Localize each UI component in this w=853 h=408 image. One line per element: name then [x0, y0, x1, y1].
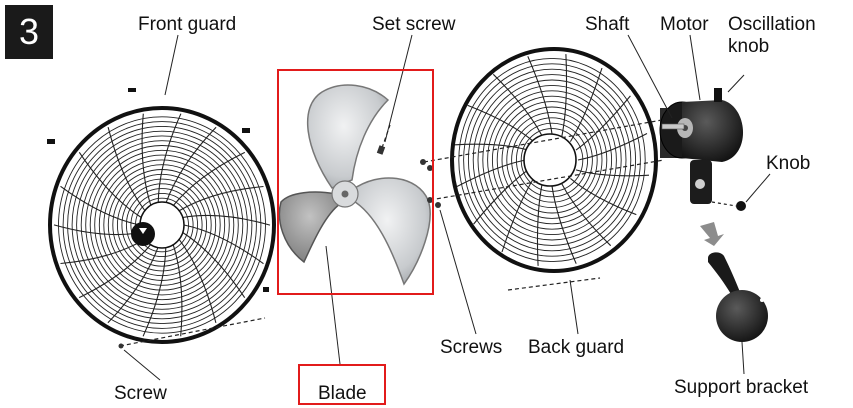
front-guard	[48, 106, 276, 344]
screws-icon	[118, 145, 441, 349]
front-guard-badge	[131, 222, 155, 246]
step-number-badge: 3	[5, 5, 53, 59]
back-guard	[450, 47, 658, 273]
label-oscillation-knob-line2: knob	[728, 36, 770, 57]
down-arrow-icon	[700, 222, 724, 246]
motor-neck	[690, 160, 746, 211]
step-number: 3	[18, 11, 40, 52]
blade-highlight-box	[277, 69, 434, 295]
label-shaft: Shaft	[585, 14, 630, 35]
label-back-guard: Back guard	[528, 337, 625, 358]
front-guard-clips	[47, 88, 269, 292]
label-oscillation-knob-line1: Oscillation	[728, 14, 816, 35]
label-motor: Motor	[660, 14, 709, 35]
label-support-bracket: Support bracket	[674, 377, 809, 398]
label-set-screw: Set screw	[372, 14, 456, 35]
shaft	[661, 123, 685, 130]
label-knob: Knob	[766, 153, 811, 174]
label-screws: Screws	[440, 337, 503, 358]
label-front-guard: Front guard	[138, 14, 237, 35]
label-screw: Screw	[114, 383, 167, 404]
blade-label-highlight-box	[298, 364, 386, 405]
assembly-lines	[119, 119, 665, 347]
leader-lines	[123, 34, 771, 381]
fan-blade-assembly	[278, 84, 431, 286]
label-blade: Blade	[318, 383, 367, 404]
support-bracket	[708, 252, 768, 342]
